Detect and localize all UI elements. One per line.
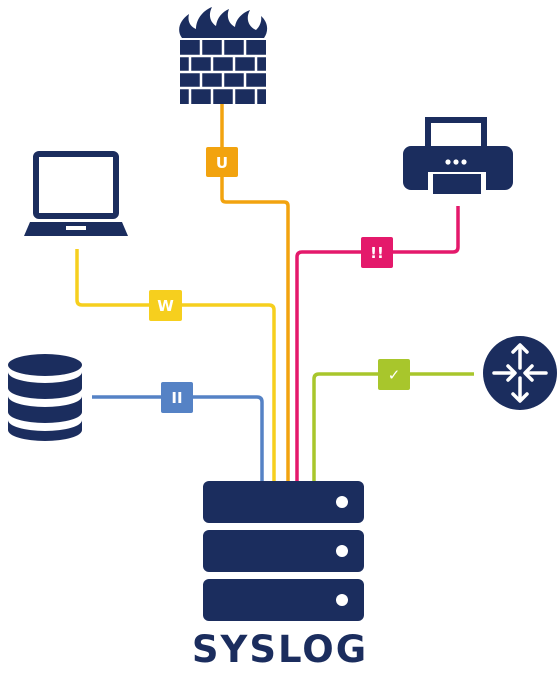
database-connection-line — [92, 395, 264, 482]
server-unit — [203, 530, 364, 572]
printer-badge-label: !! — [370, 244, 384, 262]
router-badge-label: ✓ — [388, 366, 401, 384]
printer-badge: !! — [361, 237, 393, 268]
firewall-badge: U — [206, 147, 238, 177]
printer-icon — [403, 117, 513, 194]
firewall-badge-label: U — [216, 154, 228, 172]
router-connection-line — [312, 372, 474, 482]
laptop-badge: W — [149, 290, 182, 321]
server-unit — [203, 481, 364, 523]
router-badge: ✓ — [378, 359, 410, 390]
syslog-title: SYSLOG — [191, 628, 369, 671]
database-badge-label: II — [171, 389, 182, 407]
laptop-icon — [24, 151, 128, 236]
flame-icon — [179, 7, 268, 38]
database-icon — [8, 354, 82, 441]
server-icon — [203, 481, 364, 621]
firewall-connection-line — [220, 103, 290, 482]
router-icon — [483, 336, 557, 410]
firewall-icon — [179, 7, 268, 104]
laptop-connection-line — [75, 249, 276, 482]
server-unit — [203, 579, 364, 621]
database-badge: II — [161, 382, 193, 413]
laptop-badge-label: W — [157, 297, 174, 315]
